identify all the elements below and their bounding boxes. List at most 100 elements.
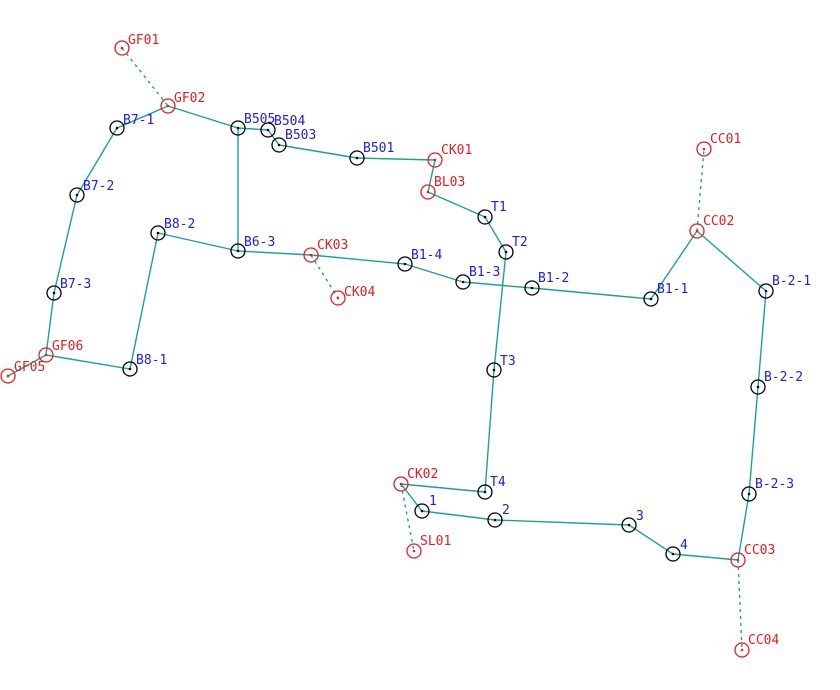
survey-point-p4[interactable]: 4 bbox=[665, 538, 688, 562]
node-label-t1: T1 bbox=[491, 200, 507, 215]
edge-b7-1-b7-2 bbox=[76, 127, 118, 196]
node-label-b1-3: B1-3 bbox=[469, 265, 500, 280]
survey-point-b504[interactable]: B504 bbox=[260, 114, 305, 138]
survey-point-b1-1[interactable]: B1-1 bbox=[643, 282, 688, 307]
control-point-cc02[interactable]: CC02 bbox=[689, 214, 734, 239]
survey-point-b503[interactable]: B503 bbox=[271, 128, 316, 153]
edge-t4-ck02 bbox=[400, 483, 486, 493]
node-center-dot-icon bbox=[483, 215, 487, 219]
control-point-ck02[interactable]: CK02 bbox=[393, 467, 438, 492]
edge-ck02-sl01 bbox=[400, 483, 415, 552]
node-label-gf05: GF05 bbox=[14, 360, 45, 375]
node-label-ck03: CK03 bbox=[317, 238, 348, 253]
node-center-dot-icon bbox=[504, 250, 508, 254]
node-center-dot-icon bbox=[702, 147, 706, 151]
node-center-dot-icon bbox=[75, 193, 79, 197]
node-label-p4: 4 bbox=[680, 538, 688, 553]
edge-b505-b504 bbox=[237, 127, 269, 131]
survey-point-b-2-3[interactable]: B-2-3 bbox=[741, 477, 794, 502]
survey-point-t2[interactable]: T2 bbox=[498, 235, 528, 260]
survey-point-t4[interactable]: T4 bbox=[477, 475, 506, 500]
control-point-sl01[interactable]: SL01 bbox=[406, 534, 451, 559]
node-marker-icon bbox=[427, 152, 443, 168]
node-marker-icon bbox=[160, 98, 176, 114]
node-marker-icon bbox=[122, 361, 138, 377]
edge-gf02-b505 bbox=[167, 105, 239, 129]
node-center-dot-icon bbox=[156, 231, 160, 235]
control-point-ck01[interactable]: CK01 bbox=[427, 143, 472, 168]
control-point-cc04[interactable]: CC04 bbox=[734, 633, 779, 658]
node-center-dot-icon bbox=[309, 253, 313, 257]
edge-b7-2-b7-3 bbox=[53, 194, 78, 294]
node-label-t3: T3 bbox=[500, 354, 516, 369]
node-center-dot-icon bbox=[336, 296, 340, 300]
node-label-b7-1: B7-1 bbox=[123, 113, 154, 128]
node-label-b-2-1: B-2-1 bbox=[772, 274, 811, 289]
node-center-dot-icon bbox=[671, 552, 675, 556]
survey-point-b7-3[interactable]: B7-3 bbox=[46, 277, 91, 301]
node-label-ck04: CK04 bbox=[344, 285, 375, 300]
node-marker-icon bbox=[393, 476, 409, 492]
control-point-ck04[interactable]: CK04 bbox=[330, 285, 375, 306]
survey-point-t1[interactable]: T1 bbox=[477, 200, 507, 225]
edge-t2-t3 bbox=[493, 251, 507, 371]
survey-point-b1-3[interactable]: B1-3 bbox=[455, 265, 500, 290]
survey-point-b7-1[interactable]: B7-1 bbox=[109, 113, 154, 136]
edge-ck01-bl03 bbox=[427, 159, 436, 193]
node-label-b8-1: B8-1 bbox=[136, 353, 167, 368]
node-marker-icon bbox=[689, 223, 705, 239]
node-marker-icon bbox=[46, 285, 62, 301]
control-point-cc03[interactable]: CC03 bbox=[730, 543, 775, 568]
survey-point-p3[interactable]: 3 bbox=[621, 509, 644, 533]
node-marker-icon bbox=[758, 283, 774, 299]
node-center-dot-icon bbox=[52, 291, 56, 295]
node-marker-icon bbox=[406, 543, 422, 559]
control-point-gf05[interactable]: GF05 bbox=[0, 360, 45, 384]
survey-point-b7-2[interactable]: B7-2 bbox=[69, 179, 114, 203]
node-marker-icon bbox=[397, 256, 413, 272]
survey-point-b1-2[interactable]: B1-2 bbox=[524, 271, 569, 296]
node-marker-icon bbox=[0, 368, 16, 384]
node-marker-icon bbox=[420, 184, 436, 200]
survey-point-p1[interactable]: 1 bbox=[414, 494, 437, 519]
control-point-gf02[interactable]: GF02 bbox=[160, 91, 205, 114]
edge-ck03-b6-3 bbox=[237, 250, 312, 256]
node-center-dot-icon bbox=[627, 523, 631, 527]
node-marker-icon bbox=[621, 517, 637, 533]
survey-point-b-2-1[interactable]: B-2-1 bbox=[758, 274, 811, 299]
survey-point-b8-1[interactable]: B8-1 bbox=[122, 353, 167, 377]
node-center-dot-icon bbox=[166, 104, 170, 108]
node-center-dot-icon bbox=[461, 280, 465, 284]
survey-point-p2[interactable]: 2 bbox=[487, 503, 510, 528]
survey-point-b8-2[interactable]: B8-2 bbox=[150, 217, 195, 241]
node-marker-icon bbox=[230, 120, 246, 136]
node-center-dot-icon bbox=[426, 190, 430, 194]
node-label-bl03: BL03 bbox=[434, 175, 465, 190]
node-marker-icon bbox=[230, 243, 246, 259]
node-marker-icon bbox=[734, 642, 750, 658]
node-center-dot-icon bbox=[266, 128, 270, 132]
control-point-gf06[interactable]: GF06 bbox=[38, 339, 83, 363]
edge-b1-4-ck03 bbox=[310, 254, 406, 265]
control-point-bl03[interactable]: BL03 bbox=[420, 175, 465, 200]
edge-p2-p3 bbox=[494, 519, 630, 526]
node-label-gf02: GF02 bbox=[174, 91, 205, 106]
node-marker-icon bbox=[741, 486, 757, 502]
node-marker-icon bbox=[349, 150, 365, 166]
control-point-cc01[interactable]: CC01 bbox=[696, 132, 741, 157]
survey-point-b1-4[interactable]: B1-4 bbox=[397, 248, 442, 272]
survey-point-b501[interactable]: B501 bbox=[349, 141, 394, 166]
node-center-dot-icon bbox=[695, 229, 699, 233]
survey-point-t3[interactable]: T3 bbox=[486, 354, 516, 378]
node-marker-icon bbox=[477, 209, 493, 225]
edge-cc03-cc04 bbox=[737, 559, 743, 651]
node-marker-icon bbox=[665, 546, 681, 562]
control-point-gf01[interactable]: GF01 bbox=[114, 33, 159, 56]
node-label-b7-3: B7-3 bbox=[60, 277, 91, 292]
node-center-dot-icon bbox=[483, 490, 487, 494]
node-center-dot-icon bbox=[277, 143, 281, 147]
control-point-ck03[interactable]: CK03 bbox=[303, 238, 348, 263]
survey-point-b6-3[interactable]: B6-3 bbox=[230, 235, 275, 259]
node-center-dot-icon bbox=[736, 558, 740, 562]
survey-point-b-2-2[interactable]: B-2-2 bbox=[750, 370, 803, 395]
